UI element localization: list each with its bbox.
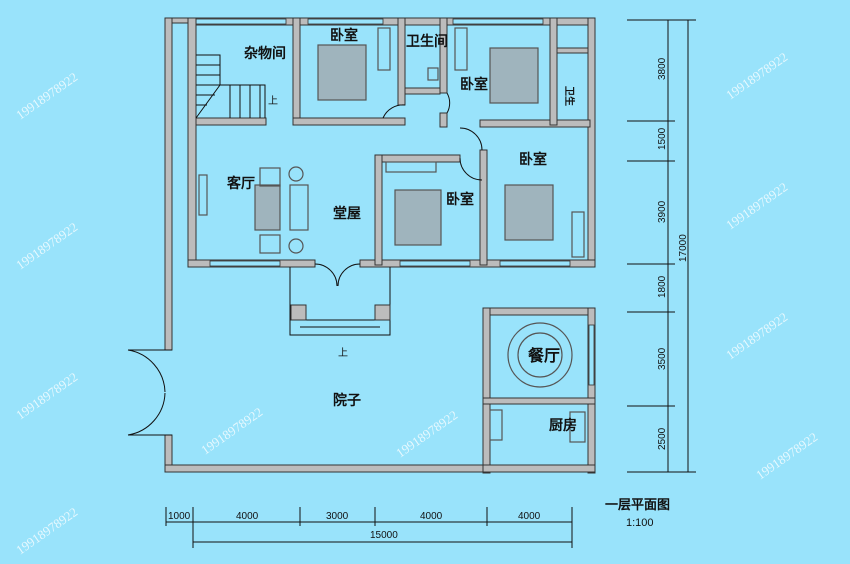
staircase	[195, 54, 266, 119]
stair-up-label: 上	[268, 95, 278, 107]
watermark: 19918978922	[723, 179, 790, 232]
label-bedroom-3: 卧室	[446, 191, 474, 208]
interior-doors[interactable]	[314, 92, 483, 287]
watermark: 19918978922	[13, 504, 80, 557]
label-bedroom-2: 卧室	[460, 76, 488, 93]
label-courtyard: 院子	[333, 392, 361, 409]
watermark: 19918978922	[13, 69, 80, 122]
label-main-hall: 堂屋	[333, 205, 361, 222]
dim-h-3: 3000	[326, 511, 349, 522]
dim-h-total: 15000	[370, 530, 398, 541]
bed-icon	[504, 184, 554, 241]
horizontal-dimensions: 1000 4000 3000 4000 4000 15000	[165, 507, 573, 548]
watermark: 19918978922	[723, 49, 790, 102]
label-small-bath: 卫生	[563, 86, 576, 106]
label-storage: 杂物间	[244, 45, 286, 62]
label-dining-room: 餐厅	[527, 346, 560, 365]
dim-h-2: 4000	[236, 511, 259, 522]
watermark: 19918978922	[198, 404, 265, 457]
dim-v-2: 1500	[657, 127, 668, 150]
courtyard-gate[interactable]	[127, 349, 172, 436]
vertical-dimensions: 3800 1500 3900 1800 3500 2500 17000	[627, 19, 696, 473]
label-kitchen: 厨房	[549, 417, 577, 434]
watermark: 19918978922	[13, 219, 80, 272]
label-bedroom-4: 卧室	[519, 151, 547, 168]
bed-icon	[394, 189, 442, 246]
watermark: 19918978922	[753, 429, 820, 482]
watermarks: 19918978922 19918978922 19918978922 1991…	[13, 49, 820, 557]
front-porch	[289, 267, 391, 336]
dining-kitchen-block	[482, 307, 596, 474]
room-labels: 杂物间 卧室 卫生间 卧室 卧室 客厅 堂屋 卧室 餐厅 厨房 院子 卫生 上 …	[226, 27, 577, 434]
dim-v-4: 1800	[657, 275, 668, 298]
porch-up-label: 上	[338, 347, 348, 359]
watermark: 19918978922	[723, 309, 790, 362]
dim-h-4: 4000	[420, 511, 443, 522]
dim-v-5: 3500	[657, 347, 668, 370]
plan-scale: 1:100	[626, 517, 654, 529]
label-living-room: 客厅	[226, 175, 255, 192]
coffee-table-icon	[254, 184, 281, 231]
label-bedroom-1: 卧室	[330, 27, 358, 44]
furniture	[198, 27, 585, 258]
watermark: 19918978922	[13, 369, 80, 422]
dim-v-6: 2500	[657, 427, 668, 450]
label-bathroom: 卫生间	[406, 33, 448, 50]
dim-v-3: 3900	[657, 200, 668, 223]
dim-h-1: 1000	[168, 511, 191, 522]
tv-icon	[198, 174, 208, 216]
dim-v-1: 3800	[657, 57, 668, 80]
watermark: 19918978922	[393, 407, 460, 460]
dim-h-5: 4000	[518, 511, 541, 522]
bed-icon	[317, 44, 367, 101]
house-walls	[187, 17, 596, 268]
plan-title: 一层平面图	[605, 498, 670, 513]
dim-v-total: 17000	[678, 234, 689, 262]
bed-icon	[489, 47, 539, 104]
